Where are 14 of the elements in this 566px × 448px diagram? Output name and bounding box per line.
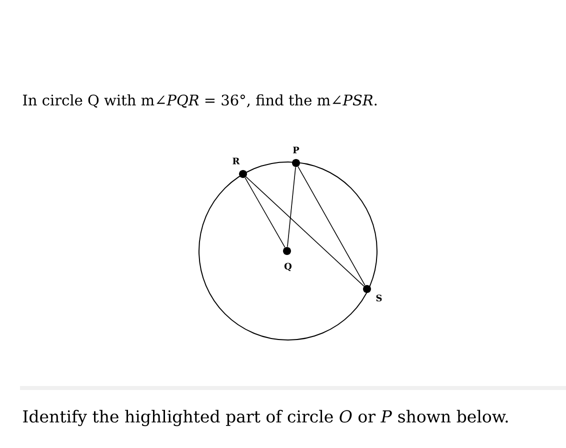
point-label: R: [232, 158, 240, 164]
line-segment: [287, 166, 296, 248]
line-segment: [246, 176, 364, 287]
point-label: S: [376, 294, 382, 302]
line-segment: [244, 177, 286, 248]
point-dot: [292, 159, 300, 167]
question-text: In circle Q with m∠PQR = 36°, find the m∠PSR.: [23, 94, 377, 108]
question-text: Identify the highlighted part of circle O or P shown below.: [23, 410, 508, 426]
point-label: Q: [284, 262, 292, 272]
point-dot: [283, 247, 291, 255]
line-segment: [298, 166, 366, 286]
point-dot: [239, 170, 247, 178]
point-dot: [363, 285, 371, 293]
point-label: P: [293, 146, 300, 154]
